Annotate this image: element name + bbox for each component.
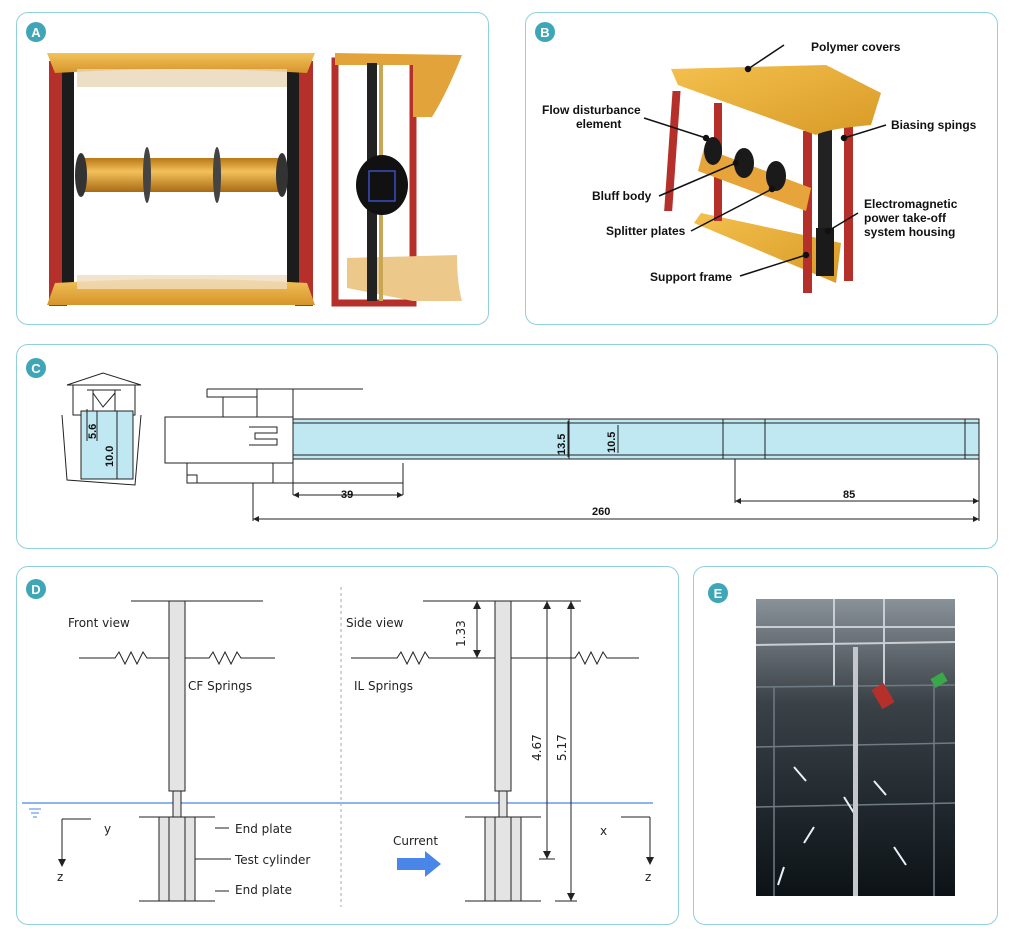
side-bottom-cover: [347, 255, 462, 301]
label-polymer-covers: Polymer covers: [811, 40, 901, 54]
front-view-label: Front view: [68, 616, 130, 630]
dim-260: 260: [592, 506, 610, 518]
label-splitter-plates: Splitter plates: [606, 224, 686, 238]
panel-a-render: [47, 53, 462, 307]
dim-1-33: 1.33: [454, 620, 468, 647]
b-top-cover: [671, 65, 881, 135]
panel-b-render: Polymer covers Flow disturbance element …: [542, 40, 977, 293]
label-flow-disturbance-1: Flow disturbance: [542, 103, 641, 117]
panel-e-badge: E: [708, 583, 728, 603]
front-top-cover: [47, 53, 315, 73]
cf-springs-label: CF Springs: [188, 679, 252, 693]
front-cylinder: [79, 158, 284, 192]
label-support-frame: Support frame: [650, 270, 732, 284]
panel-a: A: [16, 12, 489, 325]
panel-a-badge: A: [26, 22, 46, 42]
dim-13-5: 13.5: [556, 434, 568, 455]
dim-39: 39: [341, 489, 353, 501]
label-em-2: power take-off: [864, 211, 947, 225]
panel-e: E: [693, 566, 998, 925]
test-cylinder-label: Test cylinder: [234, 853, 310, 867]
panel-b: B Polymer c: [525, 12, 998, 325]
current-label: Current: [393, 834, 438, 848]
panel-d-badge: D: [26, 579, 46, 599]
dim-10-5: 10.5: [606, 432, 618, 453]
panel-b-badge: B: [535, 22, 555, 42]
panel-e-photo: [755, 599, 956, 896]
front-frame-right: [295, 61, 313, 306]
label-biasing-springs: Biasing spings: [891, 118, 977, 132]
side-view-label: Side view: [346, 616, 404, 630]
dim-85: 85: [843, 489, 855, 501]
label-bluff-body: Bluff body: [592, 189, 652, 203]
label-flow-disturbance-2: element: [576, 117, 621, 131]
panel-c-badge: C: [26, 358, 46, 378]
label-em-1: Electromagnetic: [864, 197, 958, 211]
panel-c-drawing: 5.6 10.0 13.5 10.5 39 85 260: [61, 372, 980, 522]
label-em-3: system housing: [864, 225, 955, 239]
panel-d: D: [16, 566, 679, 925]
side-top-cover: [335, 53, 462, 117]
axis-z-front-label: z: [57, 870, 63, 884]
il-springs-label: IL Springs: [354, 679, 413, 693]
b-cylinder: [698, 148, 811, 211]
dim-10-0: 10.0: [104, 446, 116, 467]
dim-5-6: 5.6: [87, 424, 99, 439]
end-plate-top-label: End plate: [235, 822, 292, 836]
current-arrow-icon: [397, 851, 441, 877]
panel-c: C 5.6: [16, 344, 998, 549]
dim-4-67: 4.67: [530, 734, 544, 761]
dim-5-17: 5.17: [555, 734, 569, 761]
axis-z-side-label: z: [645, 870, 651, 884]
side-bluff-body: [356, 155, 408, 215]
end-plate-bottom-label: End plate: [235, 883, 292, 897]
panel-d-drawing: Front view Side view CF Springs IL Sprin…: [22, 587, 654, 907]
axis-x-label: x: [600, 824, 607, 838]
axis-y-label: y: [104, 822, 111, 836]
